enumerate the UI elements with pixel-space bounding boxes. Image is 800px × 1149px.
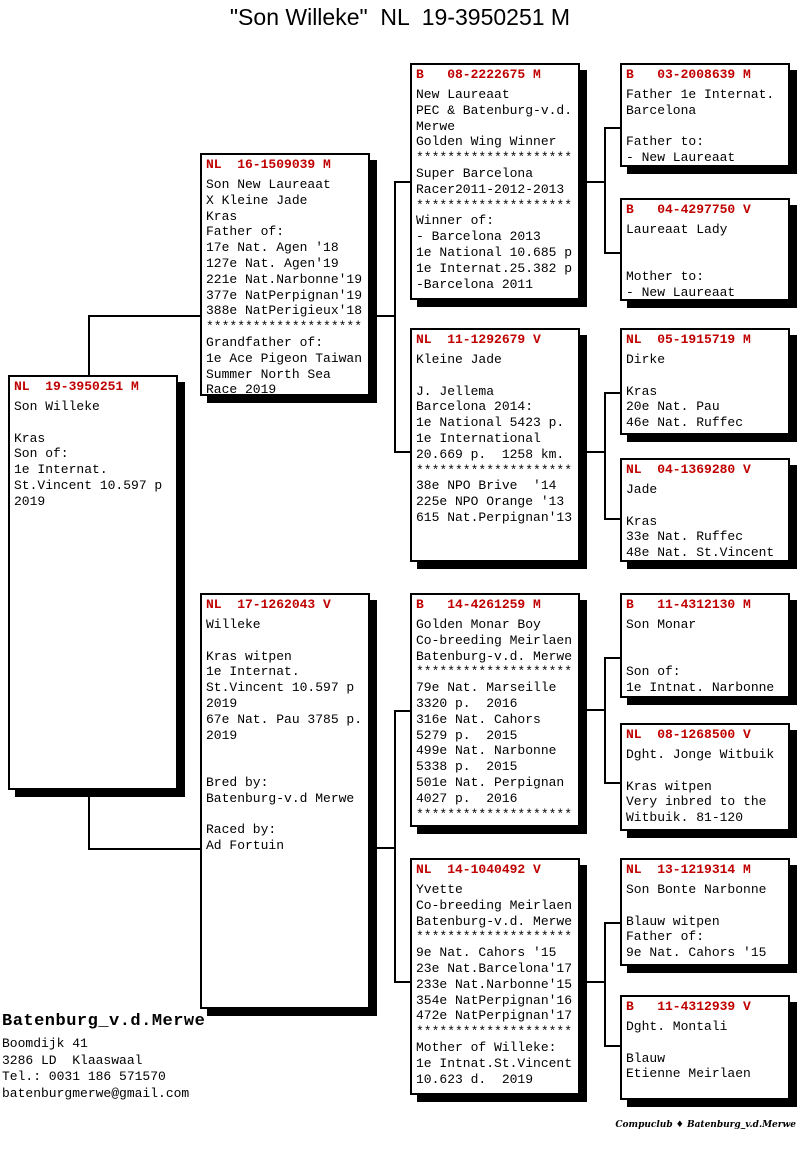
connector-line [88, 315, 90, 377]
ring-number-fm: NL 11-1292679 V [416, 332, 541, 347]
connector-line [580, 709, 606, 711]
pedigree-box-subject: NL 19-3950251 M Son Willeke Kras Son of:… [8, 375, 178, 790]
pedigree-box-mfm: NL 08-1268500 V Dght. Jonge Witbuik Kras… [620, 723, 790, 831]
pedigree-text-father: Son New Laureaat X Kleine Jade Kras Fath… [206, 177, 363, 396]
breeder-name: Batenburg_v.d.Merwe [2, 1012, 206, 1031]
ring-number-mm: NL 14-1040492 V [416, 862, 541, 877]
pedigree-text-fff: Father 1e Internat. Barcelona Father to:… [626, 87, 775, 166]
pedigree-text-mf: Golden Monar Boy Co-breeding Meirlaen Ba… [416, 617, 573, 822]
pedigree-box-mf: B 14-4261259 M Golden Monar Boy Co-breed… [410, 593, 580, 827]
connector-line [604, 392, 606, 520]
connector-line [604, 127, 606, 254]
pedigree-text-fmf: Dirke Kras 20e Nat. Pau 46e Nat. Ruffec [626, 352, 744, 431]
connector-line [88, 790, 90, 850]
connector-line [88, 315, 202, 317]
pedigree-text-fm: Kleine Jade J. Jellema Barcelona 2014: 1… [416, 352, 573, 525]
pedigree-box-mff: B 11-4312130 M Son Monar Son of: 1e Intn… [620, 593, 790, 698]
connector-line [394, 181, 412, 183]
connector-line [604, 392, 622, 394]
connector-line [88, 848, 202, 850]
compuclub-credit: Compuclub ♦ Batenburg_v.d.Merwe [615, 1120, 796, 1130]
pedigree-text-mother: Willeke Kras witpen 1e Internat. St.Vinc… [206, 617, 363, 854]
connector-line [604, 127, 622, 129]
ring-number-mother: NL 17-1262043 V [206, 597, 331, 612]
ring-number-fmf: NL 05-1915719 M [626, 332, 751, 347]
ring-number-mf: B 14-4261259 M [416, 597, 541, 612]
pedigree-box-mmf: NL 13-1219314 M Son Bonte Narbonne Blauw… [620, 858, 790, 966]
ring-number-subject: NL 19-3950251 M [14, 379, 139, 394]
ring-number-fmm: NL 04-1369280 V [626, 462, 751, 477]
connector-line [394, 710, 396, 983]
pedigree-box-fmf: NL 05-1915719 M Dirke Kras 20e Nat. Pau … [620, 328, 790, 435]
pedigree-box-ff: B 08-2222675 M New Laureaat PEC & Batenb… [410, 63, 580, 300]
connector-line [370, 847, 396, 849]
pedigree-text-subject: Son Willeke Kras Son of: 1e Internat. St… [14, 399, 163, 509]
pedigree-box-mmm: B 11-4312939 V Dght. Montali Blauw Etien… [620, 995, 790, 1100]
ring-number-ffm: B 04-4297750 V [626, 202, 751, 217]
connector-line [604, 922, 622, 924]
pedigree-text-mmm: Dght. Montali Blauw Etienne Meirlaen [626, 1019, 751, 1082]
ring-number-mmm: B 11-4312939 V [626, 999, 751, 1014]
ring-number-fff: B 03-2008639 M [626, 67, 751, 82]
connector-line [604, 518, 622, 520]
pedigree-box-mm: NL 14-1040492 V Yvette Co-breeding Meirl… [410, 858, 580, 1095]
pedigree-box-ffm: B 04-4297750 V Laureaat Lady Mother to: … [620, 198, 790, 301]
connector-line [604, 657, 622, 659]
pedigree-box-mother: NL 17-1262043 V Willeke Kras witpen 1e I… [200, 593, 370, 1009]
connector-line [604, 782, 622, 784]
connector-line [580, 981, 606, 983]
pedigree-text-ffm: Laureaat Lady Mother to: - New Laureaat [626, 222, 736, 301]
ring-number-mmf: NL 13-1219314 M [626, 862, 751, 877]
ring-number-mff: B 11-4312130 M [626, 597, 751, 612]
pedigree-text-mff: Son Monar Son of: 1e Intnat. Narbonne [626, 617, 775, 696]
connector-line [604, 1045, 622, 1047]
connector-line [370, 315, 396, 317]
connector-line [394, 451, 412, 453]
pedigree-box-fm: NL 11-1292679 V Kleine Jade J. Jellema B… [410, 328, 580, 562]
ring-number-father: NL 16-1509039 M [206, 157, 331, 172]
connector-line [604, 252, 622, 254]
pedigree-box-fmm: NL 04-1369280 V Jade Kras 33e Nat. Ruffe… [620, 458, 790, 562]
ring-number-mfm: NL 08-1268500 V [626, 727, 751, 742]
connector-line [394, 710, 412, 712]
ring-number-ff: B 08-2222675 M [416, 67, 541, 82]
connector-line [604, 922, 606, 1047]
connector-line [580, 181, 606, 183]
connector-line [394, 981, 412, 983]
breeder-address: Boomdijk 41 3286 LD Klaaswaal Tel.: 0031… [2, 1036, 190, 1101]
connector-line [580, 451, 606, 453]
pedigree-box-father: NL 16-1509039 M Son New Laureaat X Klein… [200, 153, 370, 396]
pedigree-box-fff: B 03-2008639 M Father 1e Internat. Barce… [620, 63, 790, 167]
pedigree-text-mfm: Dght. Jonge Witbuik Kras witpen Very inb… [626, 747, 775, 826]
connector-line [394, 181, 396, 453]
pedigree-text-mmf: Son Bonte Narbonne Blauw witpen Father o… [626, 882, 767, 961]
pedigree-text-mm: Yvette Co-breeding Meirlaen Batenburg-v.… [416, 882, 573, 1087]
pedigree-text-fmm: Jade Kras 33e Nat. Ruffec 48e Nat. St.Vi… [626, 482, 775, 561]
connector-line [604, 657, 606, 784]
page-title: "Son Willeke" NL 19-3950251 M [229, 4, 571, 30]
pedigree-text-ff: New Laureaat PEC & Batenburg-v.d. Merwe … [416, 87, 573, 292]
